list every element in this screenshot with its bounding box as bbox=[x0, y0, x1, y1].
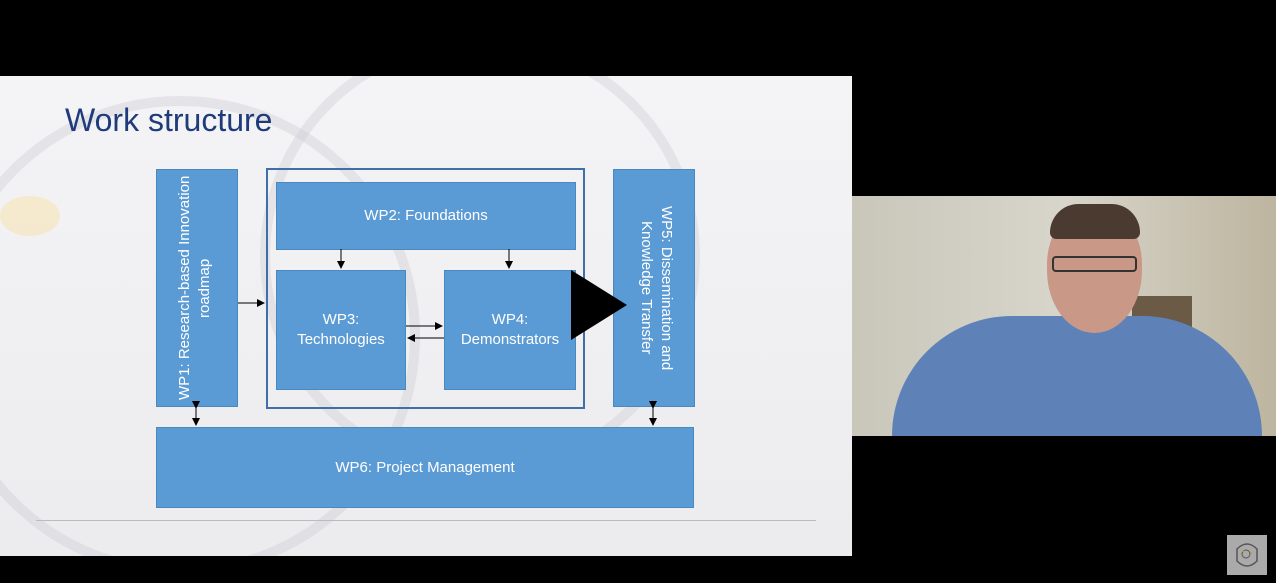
play-icon[interactable] bbox=[571, 270, 627, 340]
channel-watermark-icon[interactable] bbox=[1227, 535, 1267, 575]
wp3-label: WP3: Technologies bbox=[297, 311, 385, 348]
person-shirt bbox=[892, 316, 1262, 436]
slide-divider bbox=[36, 520, 816, 521]
wp2-box: WP2: Foundations bbox=[276, 182, 576, 250]
person-hair bbox=[1050, 204, 1140, 239]
presentation-slide: Work structure WP1: Research-based Innov… bbox=[0, 76, 852, 556]
wp3-box: WP3: Technologies bbox=[276, 270, 406, 390]
wp6-label: WP6: Project Management bbox=[335, 458, 515, 476]
wp5-label: WP5: Dissemination and Knowledge Transfe… bbox=[638, 205, 675, 371]
diagram-arrows bbox=[192, 249, 657, 426]
wp2-label: WP2: Foundations bbox=[364, 207, 488, 224]
slide-title: Work structure bbox=[65, 102, 273, 138]
person-glasses bbox=[1052, 256, 1137, 272]
wp6-box: WP6: Project Management bbox=[156, 427, 694, 508]
wp4-label: WP4: Demonstrators bbox=[460, 311, 560, 348]
wp1-box: WP1: Research-based Innovation roadmap bbox=[156, 169, 238, 407]
webcam-video bbox=[852, 196, 1276, 436]
background-decoration bbox=[0, 196, 60, 236]
